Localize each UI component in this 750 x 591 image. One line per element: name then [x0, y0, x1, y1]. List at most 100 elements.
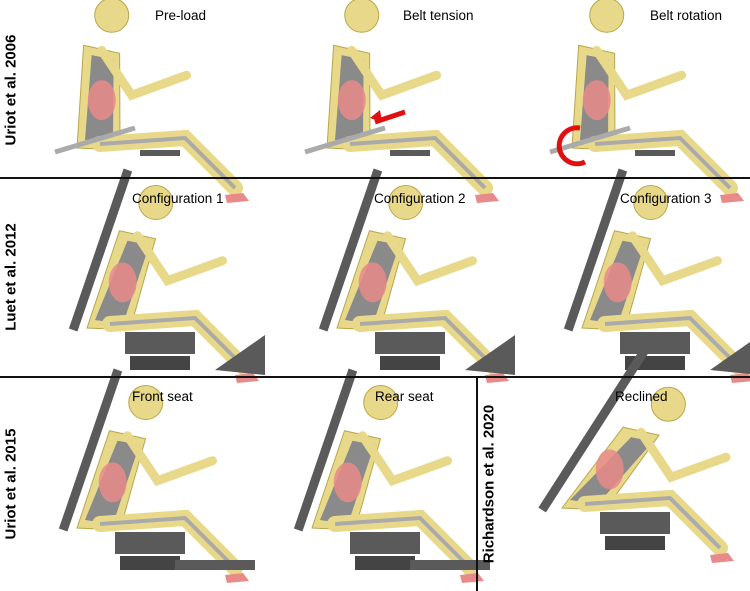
- seat-pedestal: [120, 556, 180, 570]
- foot: [225, 573, 249, 583]
- seat-base: [375, 332, 445, 354]
- panel-title-configuration-2: Configuration 2: [374, 191, 466, 206]
- foot: [460, 573, 484, 583]
- row-label-uriot-2015: Uriot et al. 2015: [2, 428, 20, 540]
- foot: [720, 193, 744, 203]
- foot: [485, 373, 509, 383]
- seat-base: [115, 532, 185, 554]
- leg-bones: [99, 135, 237, 190]
- human-body-model: [538, 347, 734, 563]
- leg-bones: [584, 495, 722, 550]
- row-divider: [0, 177, 750, 179]
- foot-rest: [465, 335, 515, 375]
- leg-bones: [359, 315, 497, 370]
- arm: [97, 45, 192, 101]
- human-body-model: [571, 0, 744, 203]
- foot: [710, 553, 734, 563]
- head: [633, 185, 669, 221]
- panel-title-reclined: Reclined: [615, 389, 668, 404]
- foot: [225, 193, 249, 203]
- leg-bones: [334, 515, 472, 570]
- belt-rotation-arrow: [556, 125, 587, 167]
- head: [138, 185, 174, 221]
- seat-belt: [549, 125, 631, 155]
- head: [128, 385, 164, 421]
- seat-support: [140, 150, 180, 156]
- human-body-model: [293, 368, 484, 583]
- seat-base: [600, 512, 670, 534]
- head: [363, 385, 399, 421]
- arm: [627, 231, 722, 287]
- arm: [636, 427, 731, 483]
- foot: [475, 193, 499, 203]
- row-label-richardson-2020: Richardson et al. 2020: [480, 404, 498, 564]
- seat-base: [620, 332, 690, 354]
- belt-tension-arrowhead: [370, 110, 382, 122]
- leg-bones: [604, 315, 742, 370]
- head: [589, 0, 625, 33]
- seat-belt: [304, 125, 386, 155]
- arm: [347, 45, 442, 101]
- seat-back: [563, 168, 628, 332]
- arm: [592, 45, 687, 101]
- organs: [108, 262, 137, 303]
- organs: [595, 449, 624, 490]
- seat-base: [350, 532, 420, 554]
- seat-base: [125, 332, 195, 354]
- arm: [122, 431, 217, 487]
- panel-title-front-seat: Front seat: [132, 389, 193, 404]
- human-body-model: [326, 0, 499, 203]
- seat-back: [293, 368, 358, 532]
- human-body-model: [76, 0, 249, 203]
- leg-bones: [349, 135, 487, 190]
- foot-plate: [175, 560, 255, 570]
- seat-back: [318, 168, 383, 332]
- panel-title-belt-rotation: Belt rotation: [650, 8, 723, 23]
- leg-bones: [99, 515, 237, 570]
- organs: [87, 80, 116, 121]
- panel-title-rear-seat: Rear seat: [375, 389, 434, 404]
- organs: [98, 462, 127, 503]
- leg-bones: [109, 315, 247, 370]
- foot-plate: [410, 560, 490, 570]
- head: [344, 0, 380, 33]
- panel-title-configuration-1: Configuration 1: [132, 191, 224, 206]
- seat-belt: [54, 125, 136, 155]
- foot: [730, 373, 750, 383]
- human-body-model: [68, 168, 259, 383]
- column-divider: [476, 377, 478, 591]
- head: [94, 0, 130, 33]
- leg-bones: [594, 135, 732, 190]
- organs: [333, 462, 362, 503]
- foot-rest: [215, 335, 265, 375]
- panel-title-pre-load: Pre-load: [155, 8, 207, 23]
- row-divider: [0, 376, 750, 378]
- arm: [132, 231, 227, 287]
- panel-title-belt-tension: Belt tension: [403, 8, 474, 23]
- foot: [235, 373, 259, 383]
- human-body-model: [58, 368, 249, 583]
- human-body-model: [318, 168, 509, 383]
- arm: [357, 431, 452, 487]
- seat-support: [390, 150, 430, 156]
- panel-title-configuration-3: Configuration 3: [620, 191, 712, 206]
- seat-pedestal: [605, 536, 665, 550]
- foot-rest: [710, 342, 750, 374]
- arm: [382, 231, 477, 287]
- seat-support: [635, 150, 675, 156]
- seat-pedestal: [130, 356, 190, 370]
- organs: [582, 80, 611, 121]
- organs: [337, 80, 366, 121]
- row-label-uriot-2006: Uriot et al. 2006: [2, 34, 20, 146]
- seat-pedestal: [355, 556, 415, 570]
- seat-back: [58, 368, 123, 532]
- seat-pedestal: [380, 356, 440, 370]
- organs: [358, 262, 387, 303]
- seat-back: [68, 168, 133, 332]
- row-label-luet-2012: Luet et al. 2012: [2, 223, 20, 331]
- head: [388, 185, 424, 221]
- human-body-model: [563, 168, 750, 383]
- head: [650, 386, 686, 422]
- organs: [603, 262, 632, 303]
